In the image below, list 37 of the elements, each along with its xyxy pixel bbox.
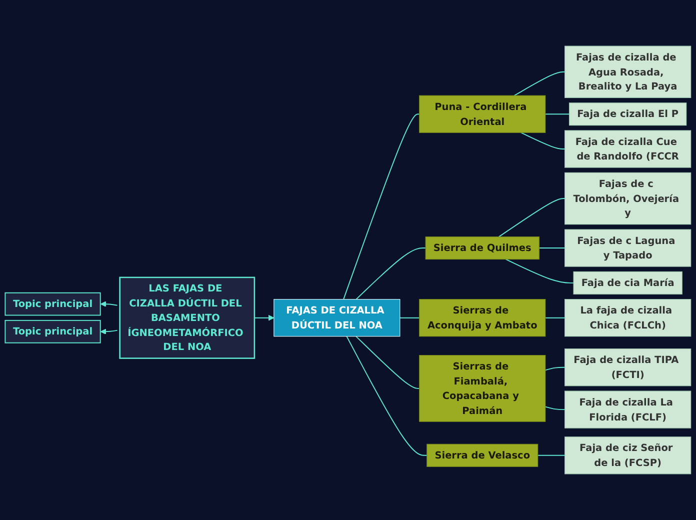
connector: [346, 336, 428, 456]
node-box: Sierras de Fiambalá, Copacabana y Paimán: [419, 355, 546, 422]
connector: [514, 71, 566, 96]
connector: [399, 317, 420, 318]
node-box: Fajas de cizalla de Agua Rosada, Brealito y La Paya: [564, 46, 692, 98]
node-box: Fajas de c Tolombón, Ovejería y: [564, 172, 692, 225]
node-box: Topic principal: [4, 292, 101, 316]
connector: [544, 406, 566, 410]
node-box: Faja de cizalla El P: [568, 102, 687, 126]
connector: [538, 248, 566, 249]
node-box: Sierra de Quilmes: [425, 236, 540, 260]
node-box: Sierra de Velasco: [426, 444, 538, 467]
node-box: Sierras de Aconquija y Ambato: [419, 299, 546, 337]
node-box: Puna - Cordillera Oriental: [419, 95, 546, 133]
connector: [343, 114, 420, 300]
connector: [355, 336, 420, 389]
node-box: Faja de cia María: [573, 271, 682, 294]
node-box: Faja de cizalla Cue de Randolfo (FCCR: [564, 130, 692, 168]
arrow: [254, 314, 274, 321]
node-box: Faja de cizalla TIPA (FCTI): [564, 348, 692, 386]
node-box: Faja de ciz Señor de la (FCSP): [564, 436, 692, 474]
node-box: FAJAS DE CIZALLA DÚCTIL DEL NOA: [274, 299, 400, 337]
node-box: LAS FAJAS DE CIZALLA DÚCTIL DEL BASAMENTO ÍGNEOMETAMÓRFICO DEL NOA: [119, 276, 256, 359]
connector: [505, 258, 574, 284]
connector: [520, 132, 566, 150]
arrow: [100, 301, 118, 307]
node-box: Faja de cizalla La Florida (FCLF): [564, 390, 692, 428]
node-box: Fajas de c Laguna y Tapado: [564, 229, 692, 267]
connector: [544, 366, 566, 371]
connector: [544, 317, 566, 318]
node-box: Topic principal: [4, 320, 101, 344]
connector: [498, 198, 566, 238]
connector: [356, 248, 426, 300]
connector: [544, 114, 570, 115]
node-box: La faja de cizalla Chica (FCLCh): [564, 299, 692, 337]
arrow: [100, 328, 118, 334]
connector: [537, 454, 566, 456]
